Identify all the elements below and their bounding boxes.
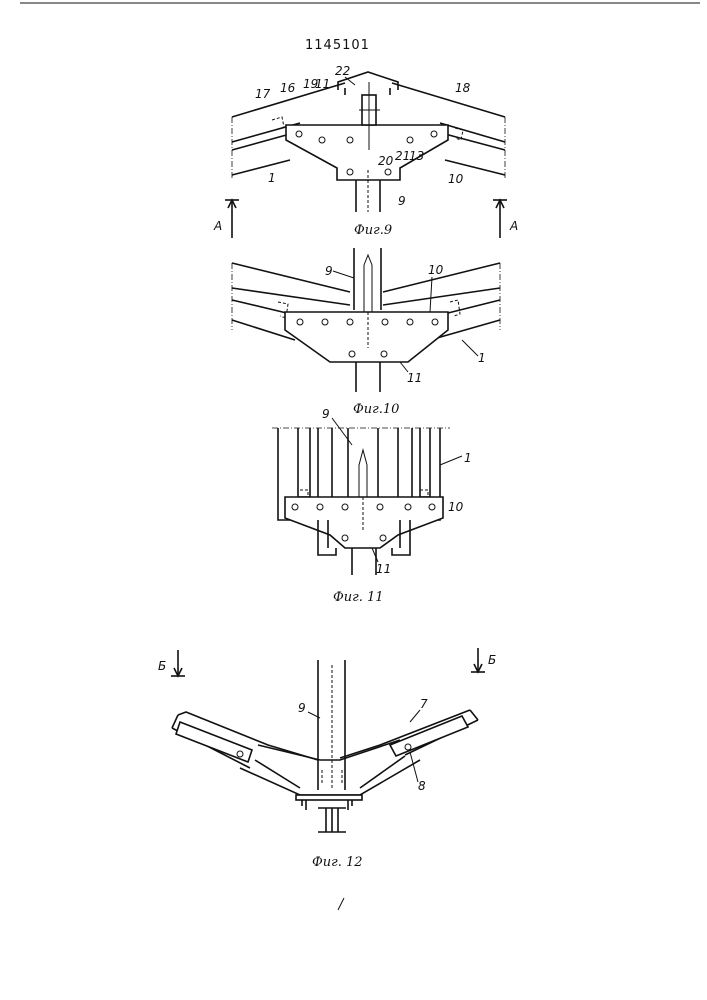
figure-11: 9 1 10 11 Фиг. 11 (272, 407, 472, 605)
label-11: 11 (376, 562, 391, 576)
fig9-caption: Фиг.9 (354, 223, 392, 238)
label-1: 1 (478, 351, 486, 365)
label-9: 9 (298, 701, 306, 715)
label-1: 1 (464, 451, 472, 465)
section-mark-right: А (493, 200, 518, 238)
gusset-plate (285, 312, 448, 362)
fig12-caption: Фиг. 12 (312, 855, 363, 870)
figure-9: А А 22 19 11 16 18 17 20 21 13 10 1 9 Фи… (213, 64, 518, 238)
svg-text:Б: Б (488, 653, 496, 667)
label-7: 7 (420, 697, 428, 711)
section-mark-right-b: Б (471, 648, 496, 672)
label-16: 16 (280, 81, 296, 95)
label-9: 9 (398, 194, 406, 208)
gusset-plate (285, 497, 443, 548)
label-10: 10 (428, 263, 444, 277)
label-10: 10 (448, 172, 464, 186)
patent-number: 1145101 (305, 38, 370, 53)
label-9: 9 (325, 264, 333, 278)
section-mark-left-b: Б (158, 650, 185, 676)
stray-mark (338, 898, 344, 910)
label-9: 9 (322, 407, 330, 421)
i-beam (318, 808, 346, 832)
base-plate (296, 795, 362, 800)
label-17: 17 (255, 87, 271, 101)
label-18: 18 (455, 81, 471, 95)
label-11: 11 (315, 77, 330, 91)
label-22: 22 (335, 64, 350, 78)
label-11: 11 (407, 371, 422, 385)
label-20: 20 (378, 154, 394, 168)
svg-text:А: А (509, 219, 518, 233)
figure-10: 9 10 1 11 Фиг.10 (232, 248, 500, 417)
post (318, 660, 345, 790)
label-8: 8 (418, 779, 426, 793)
fig10-caption: Фиг.10 (353, 402, 399, 417)
figure-12: Б Б (158, 648, 496, 870)
section-mark-left: А (213, 200, 239, 238)
label-21: 21 (395, 149, 410, 163)
svg-text:Б: Б (158, 659, 166, 673)
svg-text:А: А (213, 219, 222, 233)
label-1: 1 (268, 171, 276, 185)
fig11-caption: Фиг. 11 (333, 590, 384, 605)
label-13: 13 (409, 149, 424, 163)
label-10: 10 (448, 500, 464, 514)
